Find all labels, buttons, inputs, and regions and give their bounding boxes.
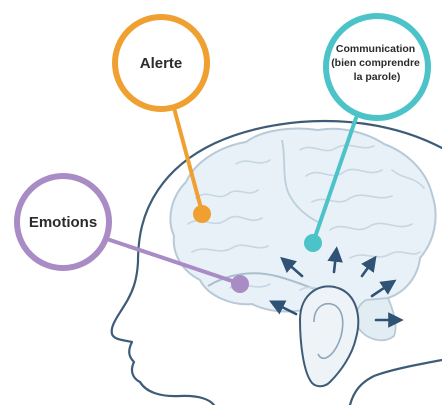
callout-communication-line: Communication xyxy=(336,43,415,55)
callout-communication-dot xyxy=(304,234,322,252)
ear-icon xyxy=(300,286,358,386)
callout-alerte-dot xyxy=(193,205,211,223)
callout-alerte-label: Alerte xyxy=(140,55,183,72)
callout-communication-line: (bien comprendre xyxy=(331,57,420,69)
callout-emotions-label: Emotions xyxy=(29,214,97,231)
callout-emotions-dot xyxy=(231,275,249,293)
callout-communication-line: la parole) xyxy=(354,71,401,83)
callout-alerte: Alerte xyxy=(115,17,211,223)
